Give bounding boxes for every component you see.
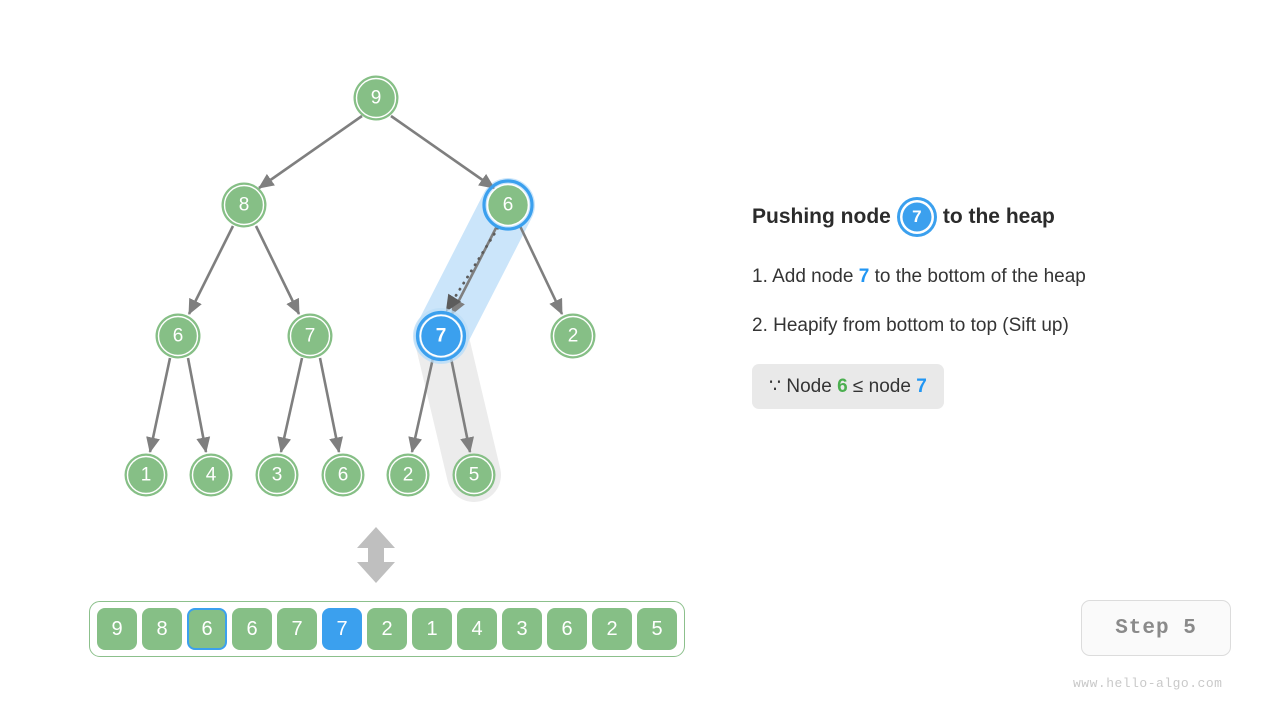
tree-node-2-leaf: 2 <box>386 453 430 497</box>
svg-text:9: 9 <box>371 88 382 109</box>
array-cell-0[interactable]: 9 <box>97 608 137 650</box>
sift-up-dotted-arrow <box>445 226 500 312</box>
tree-node-1: 1 <box>124 453 168 497</box>
tree-node-7-left: 7 <box>287 313 333 359</box>
step-1-prefix: 1. Add node <box>752 266 859 287</box>
edge-8-7 <box>254 225 301 315</box>
array-cell-11[interactable]: 2 <box>592 608 632 650</box>
array-cell-10[interactable]: 6 <box>547 608 587 650</box>
tree-node-8: 8 <box>221 182 267 228</box>
step-item-2: 2. Heapify from bottom to top (Sift up) <box>752 315 1222 337</box>
tree-node-2-right: 2 <box>550 313 596 359</box>
array-cell-2[interactable]: 6 <box>187 608 227 650</box>
panel-title-prefix: Pushing node <box>752 205 891 229</box>
edge-9-8 <box>258 114 363 190</box>
svg-text:6: 6 <box>173 326 184 347</box>
svg-text:6: 6 <box>503 195 514 216</box>
svg-text:6: 6 <box>338 465 349 486</box>
edge-9-6 <box>390 114 495 190</box>
tree-nodes: 9 8 6 6 7 <box>124 75 596 497</box>
tree-node-6-leaf: 6 <box>321 453 365 497</box>
step-2-prefix: 2. Heapify from bottom to top (Sift up) <box>752 315 1069 336</box>
array-cell-4[interactable]: 7 <box>277 608 317 650</box>
edge-7-3 <box>277 357 304 454</box>
edge-7-6 <box>318 357 343 454</box>
tree-node-6-left: 6 <box>155 313 201 359</box>
svg-text:4: 4 <box>206 465 217 486</box>
edge-6-1 <box>146 357 172 454</box>
step-1-suffix: to the bottom of the heap <box>869 266 1086 287</box>
steps-list: 1. Add node 7 to the bottom of the heap … <box>752 266 1222 409</box>
svg-text:3: 3 <box>272 465 283 486</box>
svg-text:2: 2 <box>403 465 414 486</box>
panel-title: Pushing node 7 to the heap <box>752 200 1222 234</box>
step-badge: Step 5 <box>1081 600 1231 656</box>
svg-text:8: 8 <box>239 195 250 216</box>
array-cell-8[interactable]: 4 <box>457 608 497 650</box>
explanation-panel: Pushing node 7 to the heap 1. Add node 7… <box>752 200 1222 409</box>
array-cell-6[interactable]: 2 <box>367 608 407 650</box>
comparison-note: ∵ Node 6 ≤ node 7 <box>752 364 944 409</box>
tree-edges <box>146 114 564 454</box>
note-because: ∵ Node <box>769 376 838 397</box>
edge-6-4 <box>186 357 211 454</box>
edge-7-2 <box>408 357 435 454</box>
array-cell-3[interactable]: 6 <box>232 608 272 650</box>
tree-node-4: 4 <box>189 453 233 497</box>
note-value-a: 6 <box>837 376 848 397</box>
svg-text:7: 7 <box>305 326 316 347</box>
tree-node-5-leaf: 5 <box>452 453 496 497</box>
panel-title-node-badge: 7 <box>899 200 934 234</box>
note-middle: ≤ node <box>847 376 917 397</box>
panel-title-suffix: to the heap <box>942 205 1055 229</box>
step-item-1: 1. Add node 7 to the bottom of the heap <box>752 266 1222 288</box>
array-cell-1[interactable]: 8 <box>142 608 182 650</box>
tree-node-9: 9 <box>353 75 399 121</box>
array-cell-5[interactable]: 7 <box>322 608 362 650</box>
tree-node-6-parent-highlighted: 6 <box>482 179 534 231</box>
double-arrow-vertical-icon <box>357 527 395 583</box>
watermark: www.hello-algo.com <box>1073 676 1223 691</box>
edge-6-2 <box>518 225 564 315</box>
svg-text:2: 2 <box>568 326 579 347</box>
edge-8-6 <box>187 225 235 315</box>
svg-text:5: 5 <box>469 465 480 486</box>
edge-7-5 <box>449 357 474 454</box>
svg-text:7: 7 <box>436 326 447 347</box>
note-value-b: 7 <box>916 376 927 397</box>
step-1-highlight: 7 <box>858 266 870 287</box>
svg-text:1: 1 <box>141 465 152 486</box>
tree-node-3: 3 <box>255 453 299 497</box>
tree-node-7-inserted: 7 <box>413 308 469 364</box>
array-cell-12[interactable]: 5 <box>637 608 677 650</box>
array-cell-7[interactable]: 1 <box>412 608 452 650</box>
array-cell-9[interactable]: 3 <box>502 608 542 650</box>
